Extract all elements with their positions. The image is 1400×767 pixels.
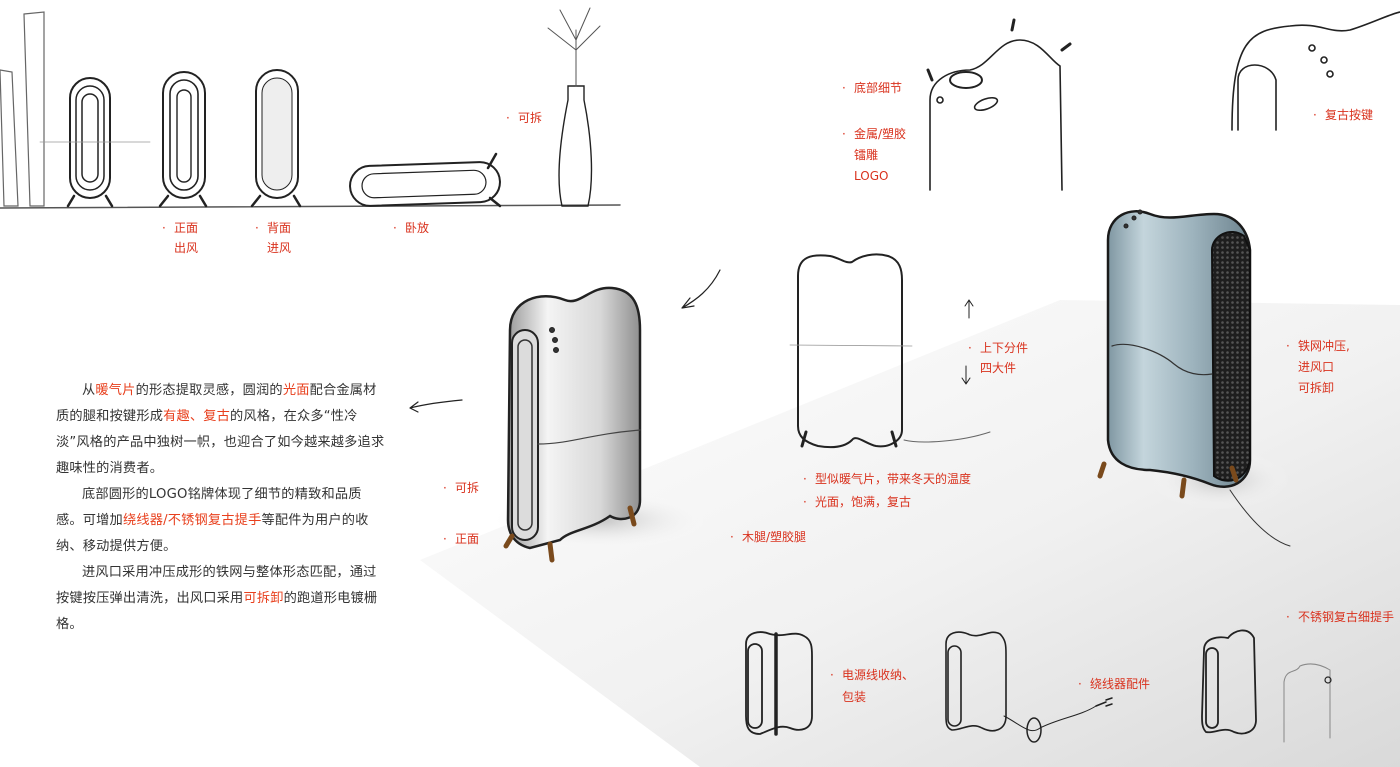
body-text: 的跑道形电镀栅格。: [56, 591, 378, 632]
label-removable: ·可拆: [443, 481, 480, 495]
label-lying: ·卧放: [393, 221, 430, 235]
highlight-text: 绕线器/不锈钢复古提手: [122, 513, 262, 528]
arrow-icon: [409, 399, 463, 413]
label-legs: ·木腿/塑胶腿: [730, 530, 807, 544]
label-handle: ·不锈钢复古细提手: [1286, 610, 1395, 624]
body-text: 等配件为用户的收纳、移动提供方便。: [56, 513, 369, 554]
blue-heater-render: [1097, 209, 1291, 547]
body-text: 的风格，在众多“性冷淡”风格的产品中独树一帜，也迎合了如今越来越多追求趣味性的消…: [56, 409, 385, 476]
highlight-text: 光面: [282, 383, 310, 398]
description-paragraph-2: 底部圆形的LOGO铭牌体现了细节的精致和品质感。可增加绕线器/不锈钢复古提手等配…: [56, 482, 386, 560]
label-mesh-inlet: ·铁网冲压,进风口可拆卸: [1286, 339, 1350, 395]
ground-line: [0, 204, 621, 209]
label-front: ·正面: [443, 532, 480, 546]
vase-sketch: [547, 7, 601, 207]
split-heater-sketch: [789, 253, 991, 449]
description-paragraph-1: 从暖气片的形态提取灵感，圆润的光面配合金属材质的腿和按键形成有趣、复古的风格，在…: [56, 378, 386, 482]
retro-buttons-sketch: [1231, 11, 1400, 131]
heater-front-sketch: [39, 77, 151, 208]
body-text: 配合金属材质的腿和按键形成: [56, 383, 377, 424]
label-cord-winder: ·绕线器配件: [1078, 677, 1151, 691]
books-sketch: [0, 11, 45, 207]
label-cord-storage: ·电源线收纳、包装: [830, 668, 915, 704]
arrow-down-icon: [961, 365, 971, 385]
label-bottom-detail: ·底部细节: [842, 81, 903, 95]
body-text: 的形态提取灵感，圆润的: [135, 383, 283, 398]
description-text: 从暖气片的形态提取灵感，圆润的光面配合金属材质的腿和按键形成有趣、复古的风格，在…: [56, 378, 386, 638]
body-text: 底部圆形的LOGO铭牌体现了细节的精致和品质感。可增加: [56, 487, 362, 528]
heater-back-inlet-sketch: [250, 69, 302, 208]
body-text: 从: [82, 383, 96, 398]
highlight-text: 有趣、复古: [163, 409, 231, 424]
body-text: 进风口采用冲压成形的铁网与整体形态匹配，通过按键按压弹出清洗，出风口采用: [56, 565, 377, 606]
highlight-text: 暖气片: [95, 383, 136, 398]
heater-lying-sketch: [349, 152, 502, 208]
label-retro-buttons: ·复古按键: [1313, 108, 1374, 122]
label-front-outlet: ·正面出风: [162, 221, 199, 255]
label-back-inlet: ·背面进风: [255, 221, 292, 255]
cord-storage-sketch: [745, 631, 813, 736]
label-concept: ·型似暖气片，带来冬天的温度·光面，饱满，复古: [803, 472, 972, 509]
arrow-icon: [681, 269, 721, 309]
main-heater-render: [490, 286, 710, 563]
label-split: ·上下分件四大件: [968, 341, 1029, 375]
bottom-detail-sketch: [926, 18, 1072, 191]
highlight-text: 可拆卸: [243, 591, 284, 606]
label-removable-top: ·可拆: [506, 111, 543, 125]
description-paragraph-3: 进风口采用冲压成形的铁网与整体形态匹配，通过按键按压弹出清洗，出风口采用可拆卸的…: [56, 560, 386, 638]
cord-winder-sketch: [945, 631, 1113, 743]
heater-front-outlet-sketch: [158, 71, 208, 208]
arrow-up-icon: [964, 299, 974, 319]
handle-accessory-sketch: [1201, 629, 1332, 743]
